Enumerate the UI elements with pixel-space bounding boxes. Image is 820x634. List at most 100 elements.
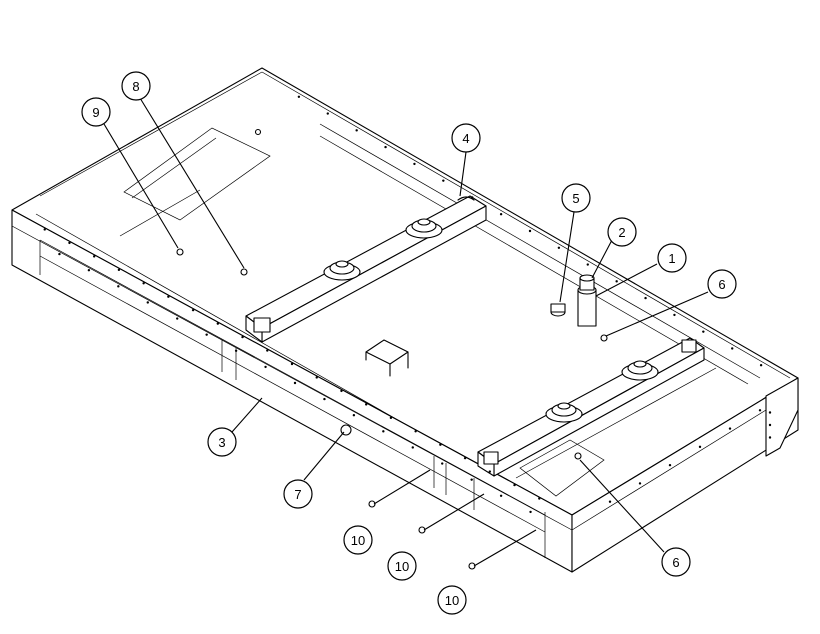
- rivet-dot: [414, 430, 417, 433]
- rivet-dot: [326, 112, 329, 115]
- rivet-dot: [728, 427, 732, 430]
- rivet-dot: [117, 268, 121, 272]
- rivet-dot: [758, 409, 762, 412]
- rivet-dot: [441, 462, 444, 465]
- engine-mount-upper-left: [323, 260, 361, 281]
- callout-2: 2: [607, 217, 637, 247]
- rivet-dot: [528, 229, 532, 233]
- leader-lines: [103, 97, 709, 567]
- callout-4-label: 4: [462, 131, 469, 146]
- rivet-dot: [499, 494, 503, 497]
- rivet-dot: [142, 282, 145, 285]
- callout-1: 1: [657, 243, 687, 273]
- rivet-dot: [513, 483, 516, 487]
- rivet-dot: [384, 145, 387, 149]
- rivet-dot: [759, 364, 763, 367]
- engine-mount-upper-right: [405, 218, 443, 239]
- rivet-dot: [58, 252, 61, 256]
- rivet-dot: [638, 482, 642, 485]
- engine-mount-lower-right: [621, 360, 659, 381]
- rivet-dot: [117, 285, 120, 288]
- frame-end-wall: [571, 377, 799, 573]
- rivet-dot: [382, 430, 385, 433]
- rivet-dot: [557, 246, 561, 249]
- rivet-dot: [702, 330, 705, 333]
- callout-6-lower: 6: [661, 547, 691, 577]
- rivet-dot: [615, 280, 618, 283]
- rivet-dot: [323, 397, 326, 401]
- callout-7-label: 7: [294, 487, 301, 502]
- rivet-dot: [216, 322, 220, 325]
- rivet-dot: [389, 416, 393, 420]
- rivet-dot: [442, 179, 445, 182]
- rivet-dot: [463, 456, 467, 460]
- callout-8: 8: [121, 71, 151, 101]
- rivet-dot: [768, 436, 772, 439]
- rivet-dot: [488, 470, 492, 473]
- rivet-dot: [355, 129, 358, 132]
- rivet-dot: [352, 414, 356, 417]
- rivet-dot: [411, 446, 414, 449]
- callout-6-upper: 6: [707, 269, 737, 299]
- callout-6-upper-label: 6: [718, 277, 725, 292]
- callout-5-label: 5: [572, 191, 579, 206]
- rivet-dot: [297, 95, 301, 98]
- rivet-dot: [290, 362, 294, 366]
- callout-1-label: 1: [668, 251, 675, 266]
- rivet-dot: [364, 403, 368, 406]
- rivet-dot: [668, 463, 672, 467]
- callout-7: 7: [283, 479, 313, 509]
- rivet-dot: [167, 295, 170, 298]
- callout-3-label: 3: [218, 435, 225, 450]
- rivet-dot: [264, 365, 267, 369]
- callout-10-right-label: 10: [445, 593, 459, 608]
- rivet-dot: [644, 296, 647, 300]
- rivet-dot: [768, 411, 772, 414]
- rivet-dot: [471, 196, 474, 199]
- rivet-dot: [43, 228, 46, 231]
- callout-8-label: 8: [132, 79, 139, 94]
- callout-4: 4: [451, 123, 481, 153]
- drain-plug: [550, 303, 566, 317]
- rivet-dot: [92, 255, 96, 258]
- callout-9: 9: [81, 97, 111, 127]
- rivet-dot: [673, 313, 676, 317]
- callout-10-left: 10: [343, 525, 373, 555]
- callout-2-label: 2: [618, 225, 625, 240]
- callout-10-right: 10: [437, 585, 467, 615]
- rivet-dots: [43, 95, 772, 514]
- rivet-dot: [608, 500, 612, 503]
- rivet-dot: [68, 241, 71, 245]
- callout-10-middle-label: 10: [395, 559, 409, 574]
- rivet-dot: [439, 443, 442, 446]
- callout-5: 5: [561, 183, 591, 213]
- rivet-dot: [234, 349, 238, 352]
- callout-10-left-label: 10: [351, 533, 365, 548]
- filler-neck: [577, 274, 597, 327]
- rivet-dot: [241, 335, 244, 339]
- rivet-dot: [698, 445, 702, 449]
- rivet-dot: [768, 423, 772, 427]
- rivet-dot: [470, 478, 473, 481]
- callout-9-label: 9: [92, 105, 99, 120]
- rivet-dot: [205, 333, 208, 336]
- rivet-dot: [87, 269, 91, 272]
- rivet-dot: [529, 510, 532, 514]
- access-plate-top: [123, 127, 271, 221]
- callout-3: 3: [207, 427, 237, 457]
- rivet-dot: [191, 308, 195, 312]
- rivet-dot: [499, 213, 503, 216]
- rivet-dot: [538, 497, 541, 500]
- rivet-dot: [340, 389, 343, 393]
- center-bracket: [365, 339, 409, 377]
- rivet-dot: [731, 347, 734, 350]
- rivet-dot: [293, 381, 297, 385]
- rivet-dot: [413, 162, 416, 166]
- rivet-dot: [586, 263, 589, 266]
- rivet-dot: [315, 376, 318, 379]
- rivet-dot: [146, 301, 149, 304]
- rivet-dot: [266, 349, 269, 352]
- callout-6-lower-label: 6: [672, 555, 679, 570]
- engine-mount-lower-left: [545, 402, 583, 423]
- access-plate-bottom: [519, 439, 605, 497]
